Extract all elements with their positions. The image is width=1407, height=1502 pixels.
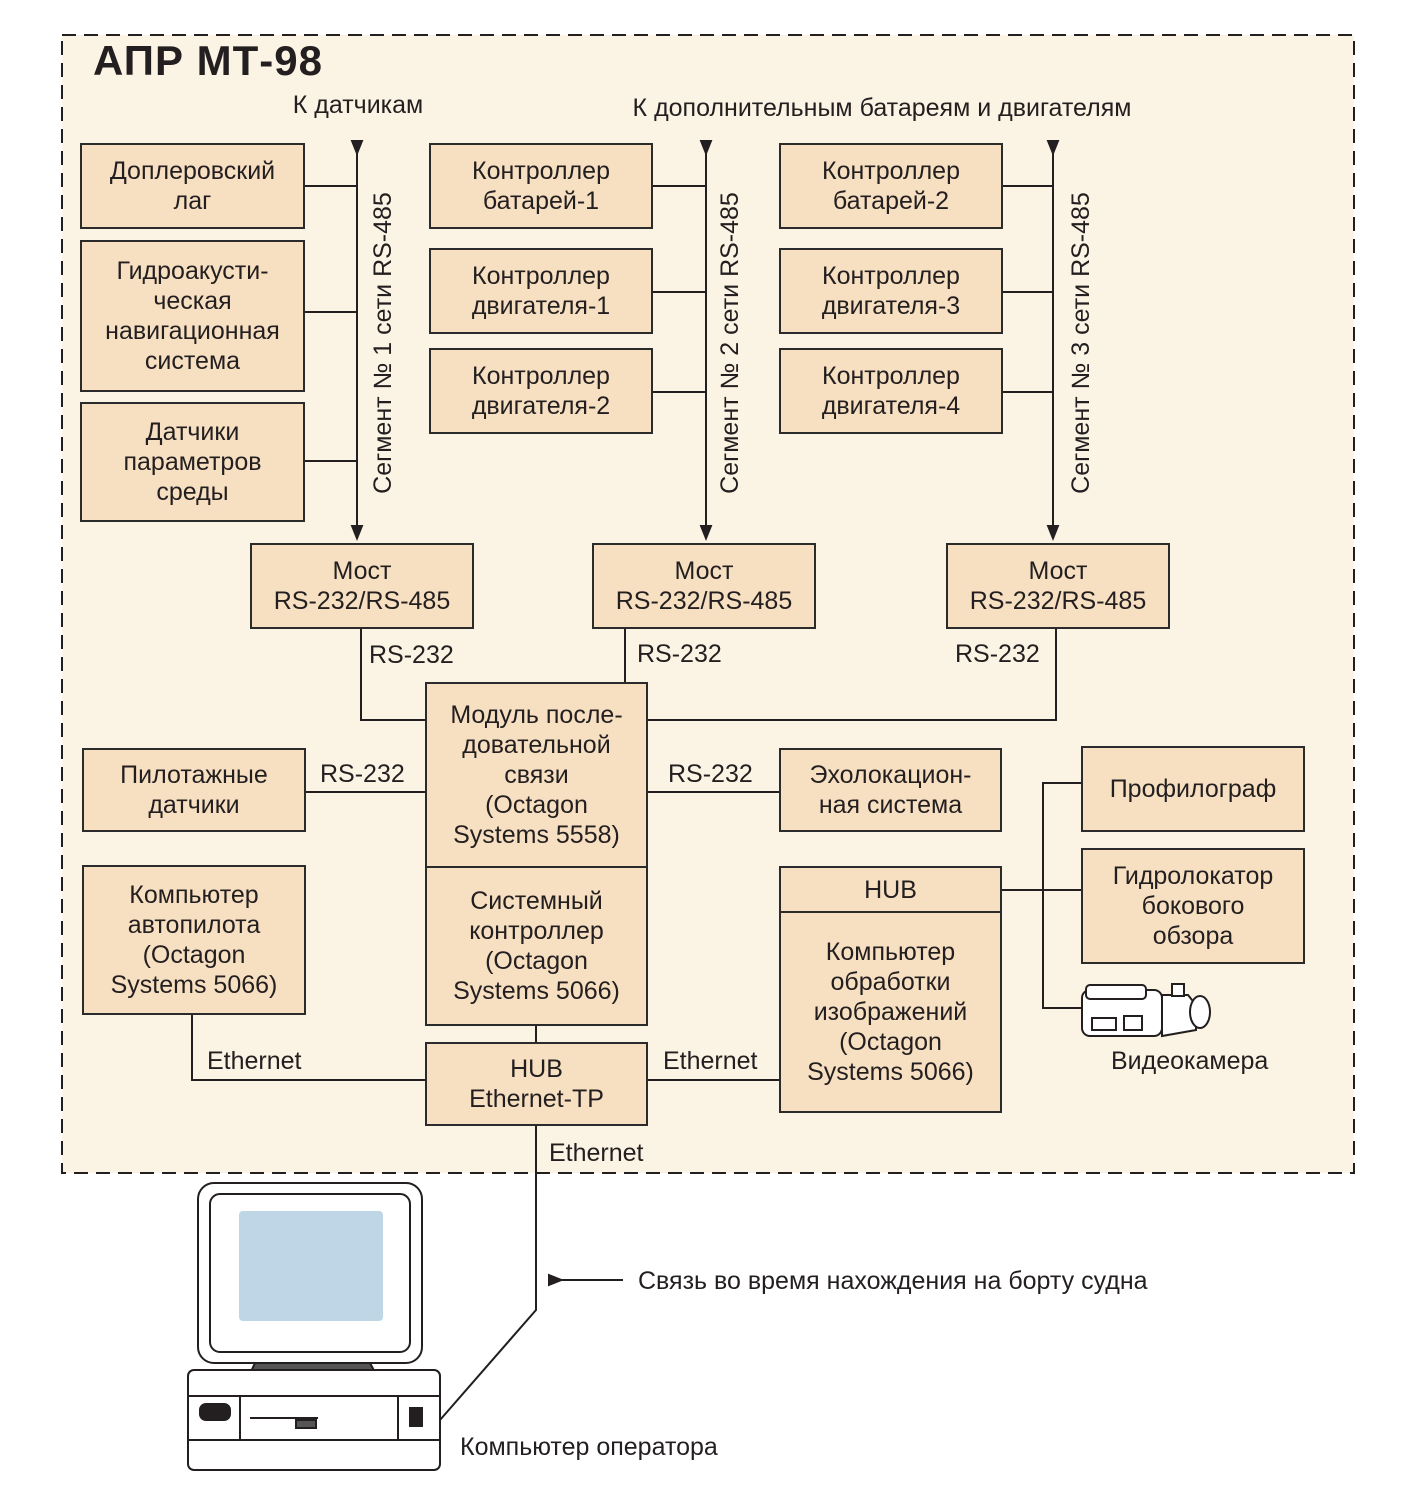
bridge-1-box: Мост RS-232/RS-485 bbox=[250, 543, 474, 629]
rs232-label-pilot: RS-232 bbox=[320, 760, 405, 788]
rs232-label-bridge-2: RS-232 bbox=[637, 640, 722, 668]
side-sonar-box: Гидролокатор бокового обзора bbox=[1081, 848, 1305, 964]
segment-3-label: Сегмент № 3 сети RS-485 bbox=[1067, 192, 1095, 494]
operator-computer-icon bbox=[187, 1182, 441, 1471]
echo-system-box: Эхолокацион- ная система bbox=[779, 748, 1002, 832]
segment-2-label: Сегмент № 2 сети RS-485 bbox=[716, 192, 744, 494]
motor-controller-4-box: Контроллер двигателя-4 bbox=[779, 348, 1003, 434]
image-computer-box: Компьютер обработки изображений (Octagon… bbox=[779, 911, 1002, 1113]
rs232-label-echo: RS-232 bbox=[668, 760, 753, 788]
bridge-2-box: Мост RS-232/RS-485 bbox=[592, 543, 816, 629]
motor-controller-3-box: Контроллер двигателя-3 bbox=[779, 248, 1003, 334]
rs232-label-bridge-1: RS-232 bbox=[369, 641, 454, 669]
hub-box: HUB bbox=[779, 866, 1002, 913]
segment-1-label: Сегмент № 1 сети RS-485 bbox=[369, 192, 397, 494]
autopilot-computer-box: Компьютер автопилота (Octagon Systems 50… bbox=[82, 865, 306, 1015]
videocamera-label: Видеокамера bbox=[1111, 1047, 1269, 1075]
hydro-nav-box: Гидроакусти- ческая навигационная систем… bbox=[80, 240, 305, 392]
doppler-log-box: Доплеровский лаг bbox=[80, 143, 305, 229]
hub-ethernet-box: HUB Ethernet-TP bbox=[425, 1042, 648, 1126]
motor-controller-2-box: Контроллер двигателя-2 bbox=[429, 348, 653, 434]
rs232-label-bridge-3: RS-232 bbox=[955, 640, 1040, 668]
bridge-3-box: Мост RS-232/RS-485 bbox=[946, 543, 1170, 629]
diagram-title: АПР МТ-98 bbox=[93, 37, 323, 84]
battery-controller-1-box: Контроллер батарей-1 bbox=[429, 143, 653, 229]
ship-link-label: Связь во время нахождения на борту судна bbox=[638, 1267, 1148, 1295]
ethernet-label-down: Ethernet bbox=[549, 1139, 644, 1167]
system-controller-box: Системный контроллер (Octagon Systems 50… bbox=[425, 866, 648, 1026]
pilot-sensors-box: Пилотажные датчики bbox=[82, 748, 306, 832]
ethernet-label-left: Ethernet bbox=[207, 1047, 302, 1075]
operator-computer-label: Компьютер оператора bbox=[460, 1433, 718, 1461]
serial-module-box: Модуль после- довательной связи (Octagon… bbox=[425, 682, 648, 868]
motor-controller-1-box: Контроллер двигателя-1 bbox=[429, 248, 653, 334]
label-to-sensors: К датчикам bbox=[292, 91, 424, 119]
videocamera-icon bbox=[1081, 983, 1211, 1038]
battery-controller-2-box: Контроллер батарей-2 bbox=[779, 143, 1003, 229]
env-sensors-box: Датчики параметров среды bbox=[80, 402, 305, 522]
label-to-extra: К дополнительным батареям и двигателям bbox=[632, 94, 1132, 122]
profilograph-box: Профилограф bbox=[1081, 746, 1305, 832]
ethernet-label-right: Ethernet bbox=[663, 1047, 758, 1075]
